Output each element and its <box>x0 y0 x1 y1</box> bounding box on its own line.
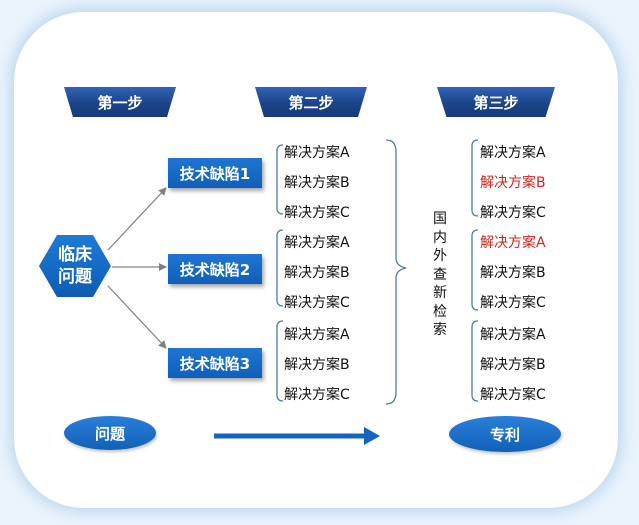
step3-solution-1: 解决方案A <box>480 145 546 161</box>
hex-line-2: 问题 <box>58 267 92 287</box>
defect-box-1: 技术缺陷1 <box>168 158 262 188</box>
clinical-problem-hexagon: 临床 问题 <box>39 235 111 297</box>
defect-box-3: 技术缺陷3 <box>168 348 262 378</box>
step2-solution-4: 解决方案A <box>284 235 350 251</box>
flow-arrow-head <box>364 427 380 445</box>
step-3-header: 第三步 <box>437 87 555 117</box>
arrow-to-defect-1 <box>107 187 167 251</box>
bracket-step3-2 <box>471 229 479 311</box>
step3-solution-6: 解决方案C <box>480 295 546 311</box>
search-label: 国内外查新检索 <box>433 211 447 338</box>
arrow-to-defect-3 <box>107 285 167 349</box>
step3-solution-2: 解决方案B <box>480 175 546 191</box>
step3-solution-7: 解决方案A <box>480 327 546 343</box>
step-1-header: 第一步 <box>64 87 176 117</box>
step2-solution-2: 解决方案B <box>284 175 350 191</box>
step3-solution-5: 解决方案B <box>480 265 546 281</box>
bracket-group-1 <box>276 144 284 215</box>
bracket-step3-1 <box>471 139 479 217</box>
step2-solution-9: 解决方案C <box>284 387 350 403</box>
step3-solution-8: 解决方案B <box>480 357 546 373</box>
defect-box-2: 技术缺陷2 <box>168 254 262 284</box>
step2-solution-6: 解决方案C <box>284 295 350 311</box>
step2-solution-1: 解决方案A <box>284 145 350 161</box>
hex-line-1: 临床 <box>58 245 92 265</box>
step2-solution-3: 解决方案C <box>284 205 350 221</box>
step-2-header: 第二步 <box>255 87 367 117</box>
step2-solution-8: 解决方案B <box>284 357 350 373</box>
problem-ellipse: 问题 <box>64 416 156 450</box>
step2-solution-5: 解决方案B <box>284 265 350 281</box>
step3-solution-9: 解决方案C <box>480 387 546 403</box>
right-brace <box>385 139 407 405</box>
bracket-group-2 <box>276 229 284 307</box>
step3-solution-4: 解决方案A <box>480 235 546 251</box>
step2-solution-7: 解决方案A <box>284 327 350 343</box>
step3-solution-3: 解决方案C <box>480 205 546 221</box>
bracket-step3-3 <box>471 320 479 402</box>
patent-ellipse: 专利 <box>449 416 561 452</box>
bracket-group-3 <box>276 320 284 402</box>
